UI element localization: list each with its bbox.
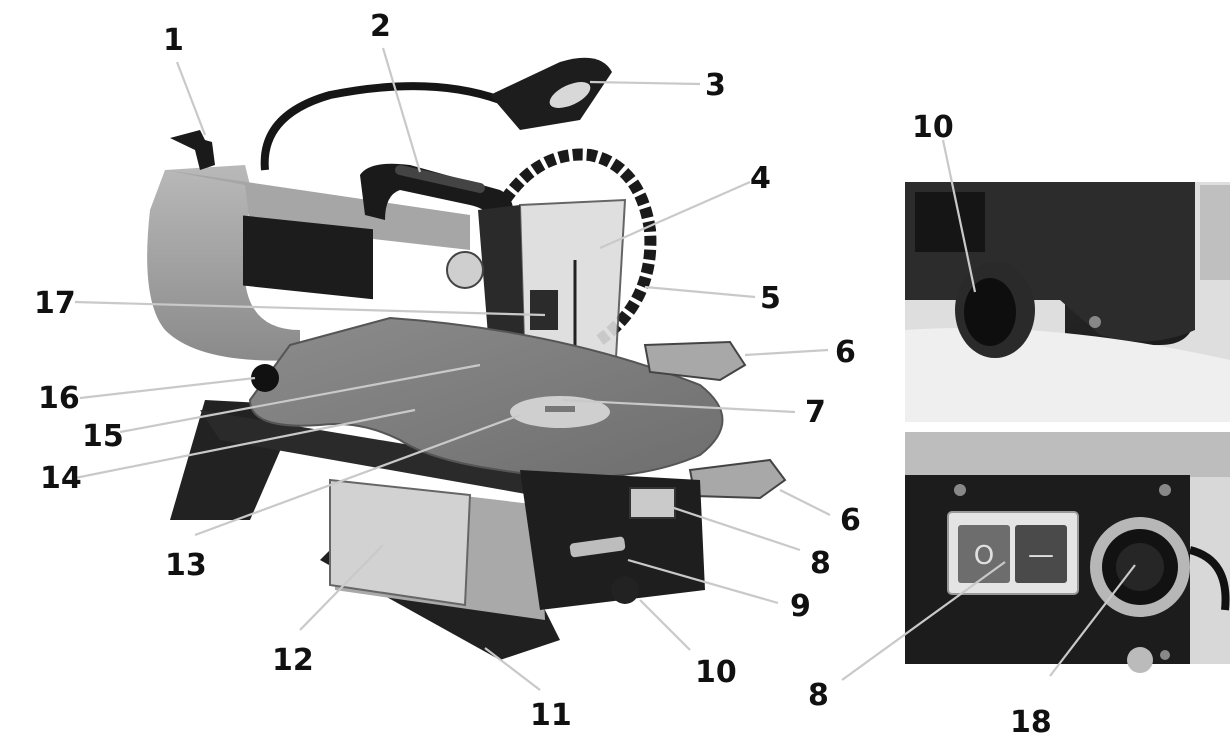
inset-bottom-top-strip	[905, 432, 1230, 477]
lamp-lens	[549, 82, 591, 108]
leader-9	[627, 558, 779, 605]
leader-15	[119, 363, 481, 434]
switch-on-button	[1015, 525, 1067, 583]
callout-10a: 10	[695, 655, 737, 690]
blade-slot	[545, 406, 575, 412]
leader-3	[589, 80, 701, 86]
speed-control-knob	[569, 536, 626, 558]
leader-1	[175, 61, 207, 136]
inset-top-screw	[1089, 316, 1101, 328]
base-rail	[200, 410, 560, 500]
callout-6a: 6	[835, 335, 856, 370]
leader-17	[74, 300, 546, 317]
leader-6a	[744, 348, 829, 357]
leader-8b	[841, 561, 1006, 681]
main-switch	[629, 487, 676, 519]
leader-18	[1049, 564, 1136, 677]
leader-10	[639, 599, 691, 651]
table-lock-lever-top	[643, 340, 747, 382]
callout-9: 9	[790, 589, 811, 624]
dust-port	[611, 576, 639, 604]
leader-14	[74, 408, 416, 480]
callout-1: 1	[163, 23, 184, 58]
overload-button-inner	[1116, 543, 1164, 591]
switch-on-symbol: —	[1028, 540, 1054, 570]
handle-grip	[395, 165, 485, 193]
guard-knob	[446, 251, 484, 289]
panel-screw-br	[1160, 650, 1170, 660]
callout-8b: 8	[808, 678, 829, 713]
leader-10b	[941, 139, 977, 293]
leader-6b	[779, 489, 831, 516]
scroll-saw-illustration	[147, 57, 787, 660]
callout-6b: 6	[840, 503, 861, 538]
leader-2	[381, 47, 422, 173]
callout-15: 15	[82, 419, 124, 454]
carry-handle	[360, 163, 514, 235]
leader-7	[561, 398, 796, 414]
callout-13: 13	[165, 548, 207, 583]
lower-arm	[147, 165, 300, 361]
lamp-head	[490, 57, 612, 130]
callout-2: 2	[370, 9, 391, 44]
switch-off-symbol: O	[974, 541, 994, 571]
inset-dust-port-hole	[964, 278, 1016, 346]
callout-14: 14	[40, 461, 82, 496]
callout-3: 3	[705, 68, 726, 103]
leader-5	[644, 285, 756, 299]
blade-tension-knob	[170, 130, 215, 170]
panel-screw-tr	[1159, 484, 1171, 496]
upper-arm	[165, 170, 470, 250]
callout-18: 18	[1010, 705, 1052, 740]
leader-12	[299, 544, 384, 631]
callout-5: 5	[760, 281, 781, 316]
dust-port-inset	[905, 182, 1230, 422]
lamp-gooseneck	[260, 82, 502, 171]
callout-4: 4	[750, 161, 771, 196]
storage-drawer	[329, 478, 472, 607]
bevel-lock-knob	[251, 364, 279, 392]
callout-17: 17	[34, 286, 76, 321]
leader-lines	[74, 47, 1136, 691]
callout-10b: 10	[912, 110, 954, 145]
callout-11: 11	[530, 698, 572, 733]
leader-4	[599, 180, 751, 250]
blower-hose	[500, 148, 657, 345]
arm-side-panel	[243, 215, 373, 300]
callout-8a: 8	[810, 546, 831, 581]
leader-8a	[664, 503, 801, 552]
leader-13	[194, 413, 521, 537]
leader-11	[484, 647, 541, 691]
switch-inset: O —	[905, 432, 1230, 673]
callout-labels: 1 2 3 4 5 6 7 6 8 9 10 11 12 13 14 15 16…	[34, 9, 1052, 740]
table-lock-lever-bottom	[688, 458, 787, 500]
panel-screw-tl	[954, 484, 966, 496]
ground-screw	[1127, 647, 1153, 673]
leader-16	[79, 376, 256, 400]
callout-7: 7	[805, 395, 826, 430]
hold-down-foot	[530, 290, 558, 330]
inset-top-window	[1200, 185, 1230, 280]
power-cable	[1188, 546, 1230, 611]
callout-12: 12	[272, 643, 314, 678]
callout-16: 16	[38, 381, 80, 416]
inset-top-bracket	[915, 192, 985, 252]
